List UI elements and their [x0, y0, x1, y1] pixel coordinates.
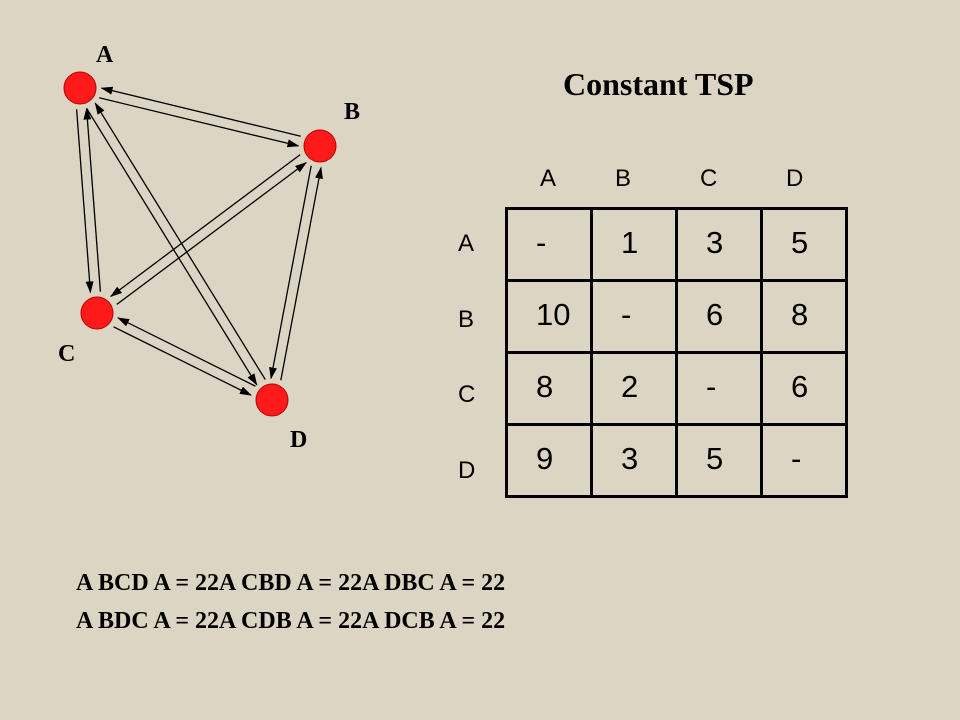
edge-a-to-c [75, 109, 94, 294]
matrix-cell: 2 [590, 351, 678, 426]
node-label-c: C [58, 341, 76, 367]
graph-edges [75, 86, 323, 396]
edge-b-to-a [100, 86, 301, 137]
cost-matrix: - 1 3 5 10 - 6 8 8 2 - 6 9 3 5 - [505, 207, 848, 498]
edge-c-to-a [83, 107, 102, 292]
edge-d-to-a [94, 102, 266, 380]
edge-d-to-b [280, 166, 323, 381]
matrix-cell: 6 [760, 351, 848, 426]
col-header-a: A [540, 165, 557, 192]
col-header-c: C [700, 165, 718, 192]
matrix-cell: 6 [675, 279, 763, 354]
node-d [255, 383, 289, 417]
node-b [303, 129, 337, 163]
row-header-c: C [458, 381, 476, 408]
node-label-d: D [290, 427, 308, 453]
matrix-row-a: - 1 3 5 [505, 207, 848, 282]
graph-nodes [63, 71, 337, 417]
page-title: Constant TSP [563, 66, 754, 102]
edge-c-to-d [113, 326, 252, 396]
matrix-cell: - [760, 423, 848, 498]
edge-b-to-d [269, 165, 312, 380]
node-a [63, 71, 97, 105]
node-c [80, 296, 114, 330]
matrix-cell: 5 [760, 207, 848, 282]
matrix-cell: - [675, 351, 763, 426]
tour-line-1: A BCD A = 22A CBD A = 22A DBC A = 22 [76, 570, 506, 596]
matrix-row-d: 9 3 5 - [505, 423, 848, 498]
matrix-cell: - [590, 279, 678, 354]
matrix-cell: 3 [675, 207, 763, 282]
row-header-a: A [458, 230, 475, 257]
edge-c-to-b [116, 161, 307, 305]
matrix-cell: - [505, 207, 593, 282]
col-header-d: D [786, 165, 804, 192]
edge-a-to-d [86, 108, 258, 386]
matrix-cell: 8 [760, 279, 848, 354]
row-header-d: D [458, 457, 476, 484]
edge-b-to-c [110, 154, 301, 298]
matrix-cell: 3 [590, 423, 678, 498]
matrix-cell: 1 [590, 207, 678, 282]
tour-line-2: A BDC A = 22A CDB A = 22A DCB A = 22 [76, 608, 506, 634]
matrix-cell: 9 [505, 423, 593, 498]
matrix-row-c: 8 2 - 6 [505, 351, 848, 426]
col-header-b: B [615, 165, 632, 192]
matrix-row-b: 10 - 6 8 [505, 279, 848, 354]
row-header-b: B [458, 306, 475, 333]
matrix-cell: 8 [505, 351, 593, 426]
edge-d-to-c [117, 317, 256, 387]
edge-a-to-b [99, 97, 300, 148]
matrix-cell: 10 [505, 279, 593, 354]
matrix-cell: 5 [675, 423, 763, 498]
node-label-b: B [344, 99, 361, 125]
node-label-a: A [96, 42, 114, 68]
